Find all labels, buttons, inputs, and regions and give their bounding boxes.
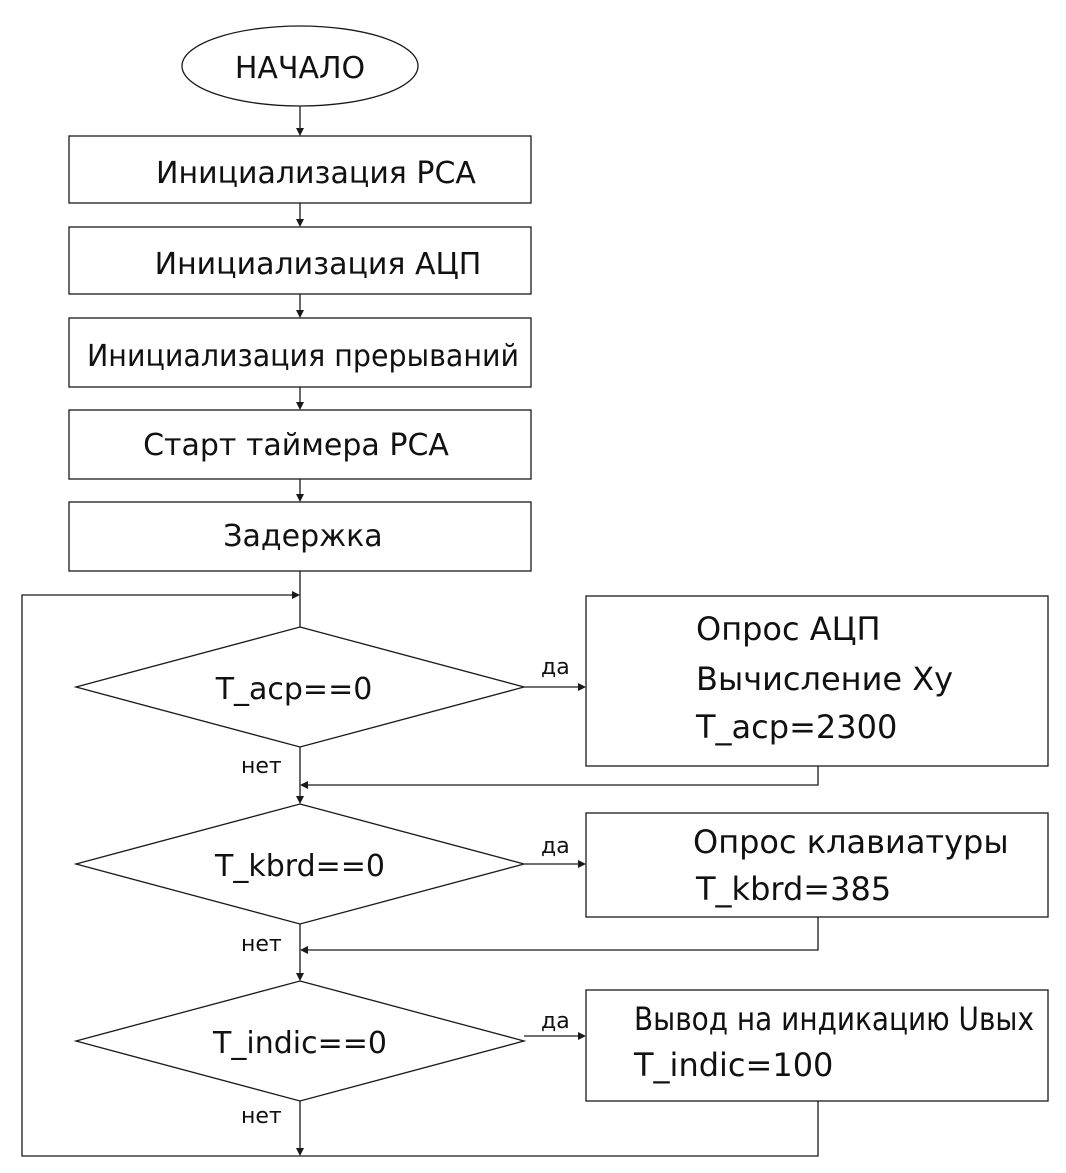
- arrow-head: [578, 1032, 586, 1040]
- process-start-timer-label: Старт таймера РСА: [143, 428, 449, 463]
- action-indication-line-2: T_indic=100: [633, 1046, 833, 1084]
- process-delay: [68, 501, 532, 572]
- arrow-head: [300, 946, 308, 954]
- arrow-head: [292, 591, 300, 599]
- action-box-keyboard: [585, 812, 1049, 918]
- process-start-timer: [68, 409, 532, 480]
- return-line: [304, 766, 819, 786]
- process-init-pca-label: Инициализация РСА: [156, 156, 476, 191]
- action-box-indication: [585, 989, 1049, 1102]
- arrow-head: [296, 796, 304, 804]
- process-init-pca: [68, 135, 532, 204]
- decision-t-kbrd-label: T_kbrd==0: [214, 849, 385, 884]
- arrow-head: [296, 310, 304, 318]
- action-keyboard-line-1: Опрос клавиатуры: [693, 823, 1009, 861]
- process-init-adc-label: Инициализация АЦП: [155, 247, 482, 282]
- yes-label: да: [541, 834, 570, 859]
- arrow-head: [296, 219, 304, 227]
- start-label: НАЧАЛО: [235, 51, 365, 86]
- action-box-adc: [585, 595, 1049, 767]
- action-adc-line-1: Опрос АЦП: [696, 610, 881, 648]
- action-indication-line-1: Вывод на индикацию Uвых: [634, 1000, 1034, 1038]
- yes-label: да: [541, 1009, 570, 1034]
- arrow-head: [296, 494, 304, 502]
- arrow-head: [296, 973, 304, 981]
- process-init-interrupts-label: Инициализация прерываний: [87, 339, 519, 374]
- arrow-head: [296, 402, 304, 410]
- return-line: [304, 917, 819, 951]
- decision-t-acp-label: T_acp==0: [215, 672, 373, 707]
- process-init-interrupts: [68, 317, 532, 388]
- action-keyboard-line-2: T_kbrd=385: [695, 870, 891, 908]
- decision-t-indic-label: T_indic==0: [212, 1026, 387, 1061]
- arrow-head: [578, 860, 586, 868]
- arrow-head: [300, 781, 308, 789]
- no-label: нет: [241, 932, 282, 957]
- process-delay-label: Задержка: [223, 519, 382, 554]
- loop-back-line: [21, 594, 819, 1157]
- no-label: нет: [241, 1104, 282, 1129]
- action-adc-line-2: Вычисление Xy: [696, 660, 953, 698]
- arrow-head: [296, 1148, 304, 1156]
- arrow-head: [296, 128, 304, 136]
- yes-label: да: [541, 655, 570, 680]
- action-adc-line-3: T_acp=2300: [695, 708, 897, 746]
- arrow-head: [578, 683, 586, 691]
- no-label: нет: [241, 754, 282, 779]
